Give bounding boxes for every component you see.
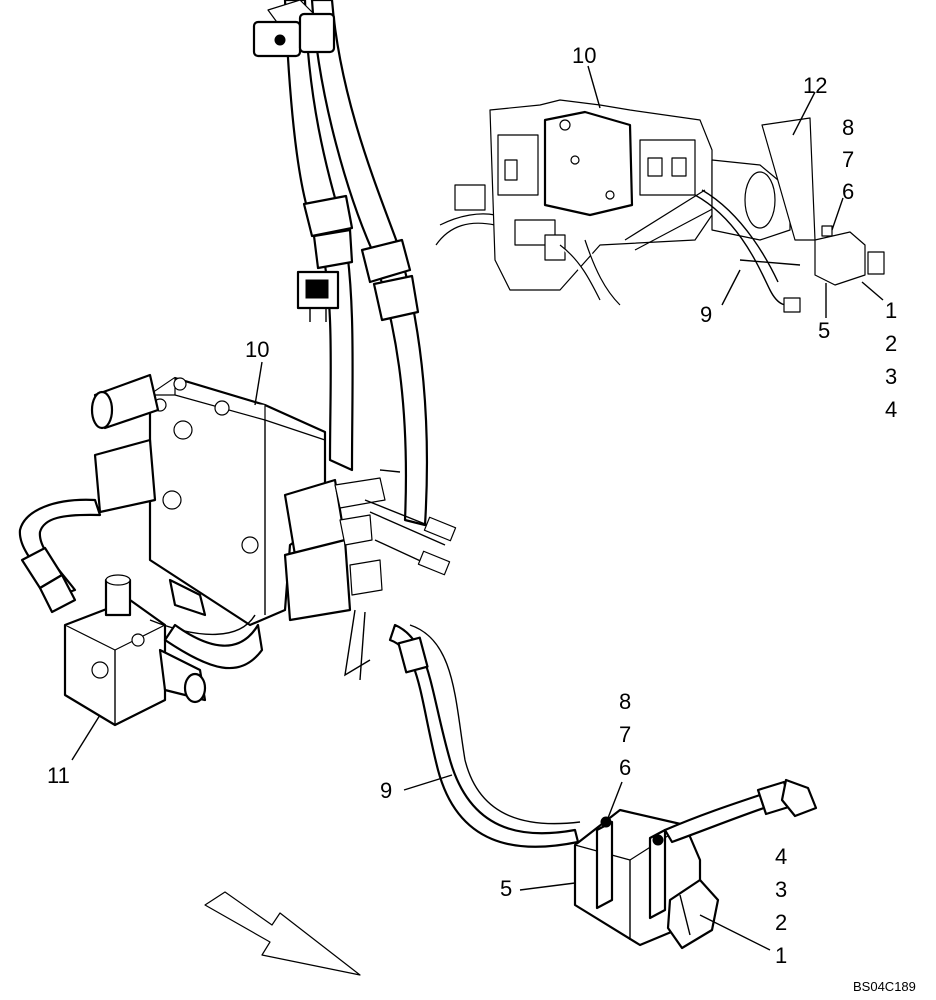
callout-5: 5	[500, 876, 512, 901]
direction-arrow	[204, 891, 361, 976]
pump	[573, 778, 818, 950]
inset-view	[435, 99, 885, 313]
inset-callout-10: 10	[572, 43, 596, 68]
valve-block	[90, 373, 457, 627]
upper-hoses	[252, 0, 429, 527]
callout-6: 6	[619, 755, 631, 780]
inset-callout-7: 7	[842, 147, 854, 172]
callout-3: 3	[775, 877, 787, 902]
main-view	[18, 0, 818, 976]
main-callouts: 10 11 9 8 7 6 5 4 3 2 1	[47, 337, 787, 968]
inset-callout-6: 6	[842, 179, 854, 204]
callout-2: 2	[775, 910, 787, 935]
valve-11	[63, 574, 264, 727]
callout-11: 11	[47, 763, 70, 788]
inset-callouts: 10 12 8 7 6 9 1 5 2 3 4	[572, 43, 897, 422]
inset-callout-5: 5	[818, 318, 830, 343]
drawing-code: BS04C189	[853, 979, 916, 994]
inset-callout-12: 12	[803, 73, 827, 98]
inset-callout-4: 4	[885, 397, 897, 422]
inset-callout-1: 1	[885, 298, 897, 323]
callout-7: 7	[619, 722, 631, 747]
callout-1: 1	[775, 943, 787, 968]
inset-callout-3: 3	[885, 364, 897, 389]
callout-4: 4	[775, 844, 787, 869]
callout-9: 9	[380, 778, 392, 803]
hose-9	[344, 609, 581, 848]
inset-callout-2: 2	[885, 331, 897, 356]
leader-lines	[71, 65, 884, 951]
callout-8: 8	[619, 689, 631, 714]
inset-callout-8: 8	[842, 115, 854, 140]
inset-callout-9: 9	[700, 302, 712, 327]
callout-10: 10	[245, 337, 269, 362]
